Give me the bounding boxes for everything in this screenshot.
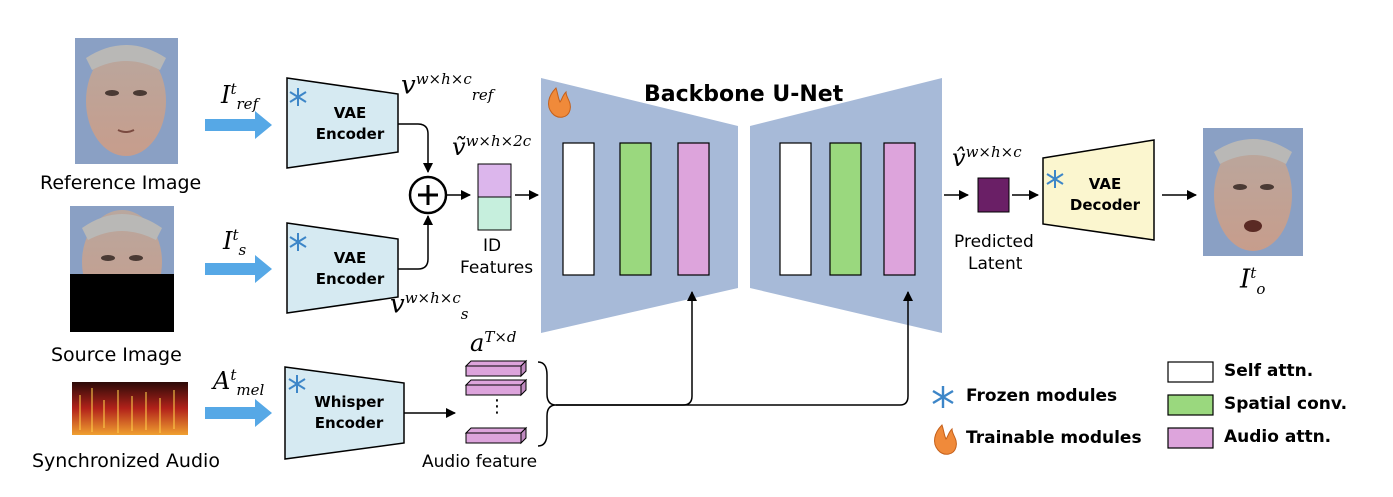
ref-to-sum-arrow: [398, 123, 433, 173]
vae-encoder-top: [286, 77, 399, 169]
source-to-sum-arrow: [398, 215, 433, 270]
output-image-photo: [1203, 128, 1303, 256]
vae-encoder-bottom: [286, 222, 399, 314]
legend-flame-icon: [934, 424, 957, 455]
i-ref-label: Itref: [221, 80, 259, 113]
id-features-label-line2: Features: [460, 258, 534, 278]
snowflake-icon: [1046, 170, 1064, 188]
unet-spatial-conv-block-right: [829, 142, 862, 276]
audio-brace: [537, 361, 557, 447]
vae-decoder-line1: VAE: [1088, 175, 1122, 193]
unet-self-attn-block-right: [779, 142, 812, 276]
vae-decoder-line2: Decoder: [1069, 196, 1141, 214]
i-o-label: Ito: [1240, 264, 1266, 298]
whisper-encoder-line1: Whisper: [314, 393, 384, 411]
plus-circle-icon: [408, 175, 448, 215]
legend-frozen-label: Frozen modules: [966, 386, 1118, 406]
i-s-label: Its: [223, 226, 247, 259]
ref-input-arrow: [205, 111, 272, 139]
source-image-label: Source Image: [51, 344, 182, 366]
input-arrows: [205, 111, 272, 427]
audio-feature-stack: [464, 359, 528, 445]
v-ref-label: vw×h×cref: [401, 70, 494, 104]
v-hat-label: v̂w×h×c: [952, 143, 1022, 172]
whisper-encoder: [284, 366, 405, 460]
snowflake-icon: [289, 233, 307, 251]
legend-audio-attn-swatch: [1167, 427, 1214, 449]
a-td-label: aT×d: [470, 328, 517, 357]
synchronized-audio-label: Synchronized Audio: [32, 450, 220, 472]
unet-spatial-conv-block-left: [619, 142, 652, 276]
predicted-latent-label-line1: Predicted: [954, 232, 1034, 252]
reference-image-photo: [75, 38, 178, 164]
v-tilde-label: ṽw×h×2c: [452, 132, 532, 161]
unet-audio-attn-block-left: [677, 142, 710, 276]
legend-snowflake-icon: [932, 386, 954, 408]
vae-decoder-label: VAE Decoder: [1062, 174, 1148, 216]
flame-icon: [548, 87, 571, 118]
vae-encoder-top-line1: VAE: [333, 104, 367, 122]
legend-spatial-conv-label: Spatial conv.: [1224, 394, 1348, 414]
vae-encoder-top-label: VAE Encoder: [310, 103, 390, 145]
whisper-encoder-label: Whisper Encoder: [304, 392, 394, 434]
predicted-latent-block: [977, 177, 1010, 213]
legend-self-attn-swatch: [1167, 361, 1214, 383]
whisper-encoder-line2: Encoder: [314, 414, 384, 432]
unet-self-attn-block-left: [562, 142, 595, 276]
vae-encoder-top-line2: Encoder: [315, 125, 385, 143]
legend-spatial-conv-swatch: [1167, 394, 1214, 416]
predicted-latent-label-line2: Latent: [968, 254, 1023, 274]
vae-encoder-bottom-label: VAE Encoder: [310, 248, 390, 290]
audio-spectrogram: [72, 382, 188, 435]
legend-audio-attn-label: Audio attn.: [1224, 427, 1332, 447]
audio-to-unet-right-arrow: [556, 291, 913, 406]
legend-self-attn-label: Self attn.: [1224, 361, 1314, 381]
reference-image-label: Reference Image: [40, 172, 202, 194]
audio-input-arrow: [205, 399, 272, 427]
id-feature-top: [477, 163, 512, 198]
source-image-photo: [70, 206, 174, 332]
v-s-label: vw×h×cs: [390, 289, 469, 323]
vae-encoder-bottom-line1: VAE: [333, 249, 367, 267]
snowflake-icon: [288, 375, 306, 393]
snowflake-icon: [289, 88, 307, 106]
id-feature-bottom: [477, 196, 512, 231]
audio-ellipsis: ⋮: [488, 396, 506, 417]
a-mel-label: Atmel: [213, 366, 265, 399]
audio-feature-label: Audio feature: [422, 452, 538, 472]
source-input-arrow: [205, 255, 272, 283]
unet-audio-attn-block-right: [883, 142, 916, 276]
legend-trainable-label: Trainable modules: [966, 428, 1142, 448]
backbone-unet-title: Backbone U-Net: [644, 82, 844, 107]
vae-decoder: [1042, 139, 1155, 241]
vae-encoder-bottom-line2: Encoder: [315, 270, 385, 288]
id-features-label-line1: ID: [483, 236, 502, 256]
